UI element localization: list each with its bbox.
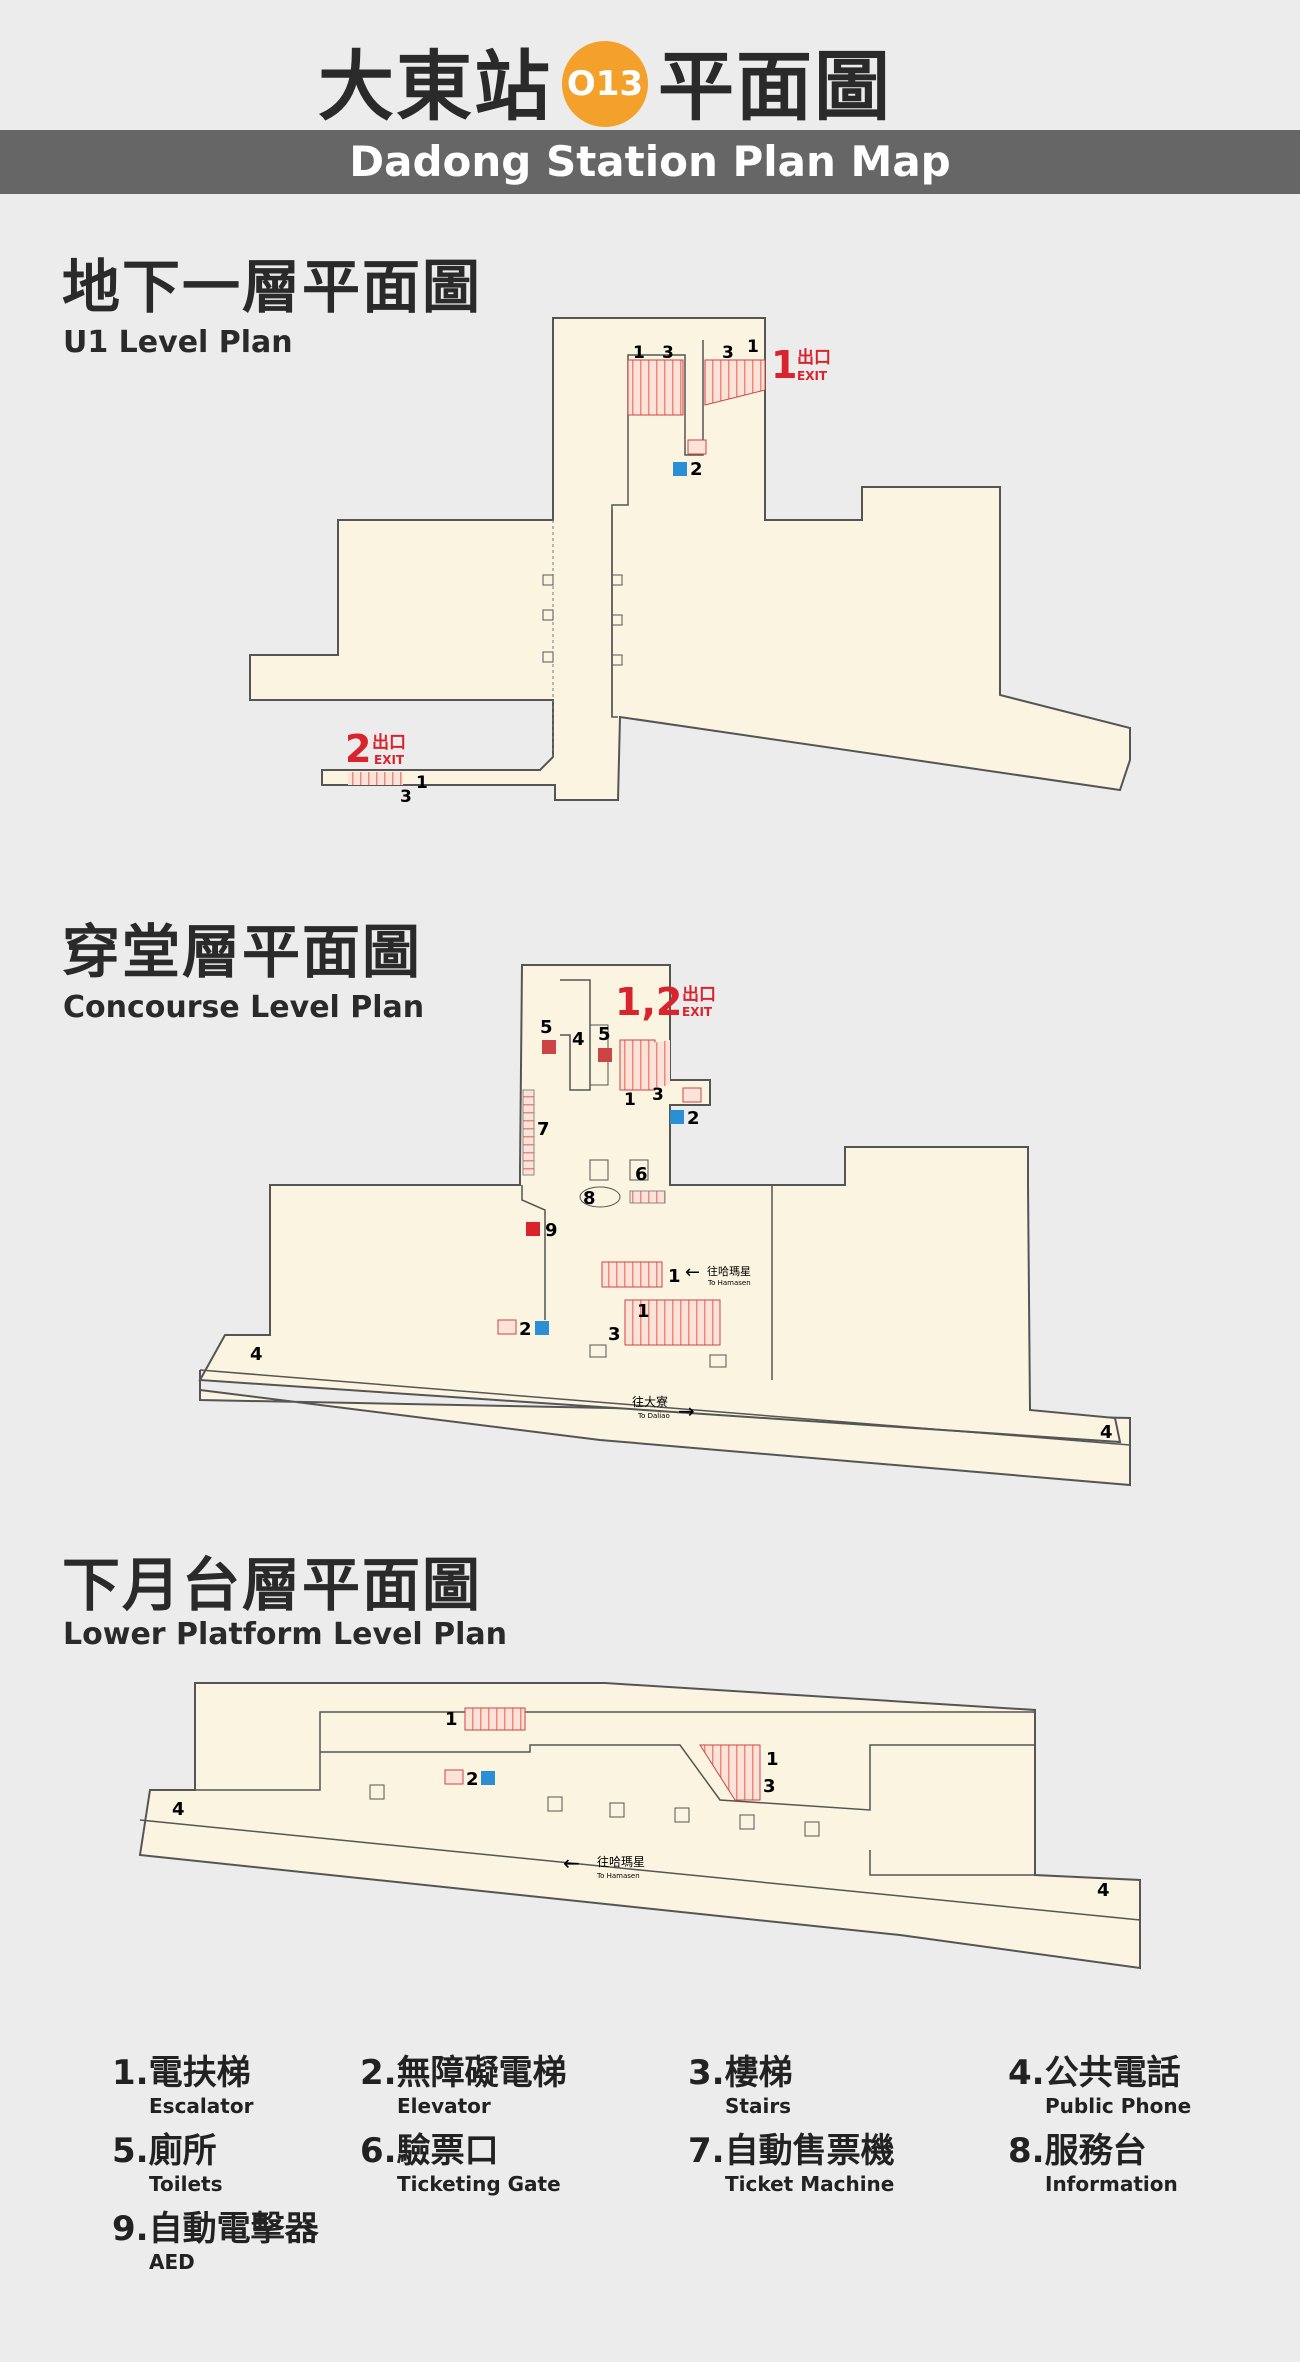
platform-to-hamasen-en: To Hamasen xyxy=(596,1872,640,1880)
station-code-badge: O13 xyxy=(562,41,648,127)
section-concourse-subtitle: Concourse Level Plan xyxy=(63,990,425,1025)
svg-text:9: 9 xyxy=(545,1220,558,1241)
to-daliao-zh: 往大寮 xyxy=(632,1394,668,1409)
svg-text:1: 1 xyxy=(766,1749,779,1770)
concourse-exit-number: 1,2 xyxy=(615,980,682,1024)
section-concourse-title: 穿堂層平面圖 xyxy=(62,918,423,986)
svg-text:1: 1 xyxy=(633,343,645,363)
svg-text:1: 1 xyxy=(624,1090,636,1110)
to-hamasen-zh: 往哈瑪星 xyxy=(707,1264,751,1278)
svg-text:2: 2 xyxy=(690,459,703,480)
svg-text:7: 7 xyxy=(537,1119,550,1140)
section-platform-title: 下月台層平面圖 xyxy=(62,1551,483,1619)
svg-text:1: 1 xyxy=(416,773,428,793)
svg-text:4: 4 xyxy=(172,1799,185,1820)
platform-escalator-1 xyxy=(464,1707,526,1731)
concourse-exit-en: EXIT xyxy=(682,1005,713,1019)
svg-text:2: 2 xyxy=(687,1108,700,1129)
u1-exit2-zh: 出口 xyxy=(372,732,406,753)
legend-information: 8.服務台 Information xyxy=(1008,2131,1178,2196)
u1-floor-area xyxy=(249,317,1131,801)
u1-exit1-number: 1 xyxy=(771,343,797,387)
concourse-exit-zh: 出口 xyxy=(682,984,716,1005)
svg-text:3: 3 xyxy=(608,1324,621,1345)
u1-exit1-en: EXIT xyxy=(797,369,828,383)
legend-ticketing-gate: 6.驗票口 Ticketing Gate xyxy=(360,2131,561,2196)
svg-text:3: 3 xyxy=(722,343,734,363)
svg-text:2: 2 xyxy=(519,1319,532,1340)
title-left: 大東站 xyxy=(318,42,552,131)
u1-elevator-x xyxy=(687,439,707,455)
legend-stairs: 3.樓梯 Stairs xyxy=(688,2053,793,2118)
title-right: 平面圖 xyxy=(658,42,892,131)
elevator-icon xyxy=(673,462,687,476)
concourse-escalator-2 xyxy=(624,1299,721,1346)
svg-text:2: 2 xyxy=(466,1769,479,1790)
legend-toilets: 5.廁所 Toilets xyxy=(112,2131,223,2196)
svg-text:3: 3 xyxy=(400,787,412,807)
svg-text:←: ← xyxy=(685,1262,700,1283)
u1-exit2-en: EXIT xyxy=(374,753,405,767)
concourse-platform-track xyxy=(199,1370,1131,1487)
elevator-icon xyxy=(481,1771,495,1785)
u1-exit2-stairs xyxy=(348,772,403,785)
svg-text:4: 4 xyxy=(1097,1880,1110,1901)
title-bar-en: Dadong Station Plan Map xyxy=(0,130,1300,194)
elevator-icon xyxy=(535,1321,549,1335)
platform-level-map: 1 1 3 2 4 4 ← 往哈瑪星 To Hamasen xyxy=(138,1682,1141,1970)
svg-text:1: 1 xyxy=(747,337,759,357)
svg-text:3: 3 xyxy=(662,343,674,363)
svg-text:3: 3 xyxy=(652,1085,664,1105)
svg-text:1: 1 xyxy=(637,1301,650,1322)
svg-text:3: 3 xyxy=(763,1776,776,1797)
concourse-escalator-1 xyxy=(601,1261,663,1288)
svg-text:←: ← xyxy=(563,1851,580,1875)
to-daliao-en: To Daliao xyxy=(637,1412,670,1420)
platform-floor-area xyxy=(138,1682,1141,1970)
legend-escalator: 1.電扶梯 Escalator xyxy=(112,2053,254,2118)
platform-to-hamasen-zh: 往哈瑪星 xyxy=(597,1854,645,1869)
concourse-level-map: 2 1 3 5 4 5 7 6 8 9 2 1 1 3 ← 往哈瑪星 To Ha… xyxy=(198,964,1131,1487)
svg-text:4: 4 xyxy=(572,1029,585,1050)
u1-escalator xyxy=(627,359,684,416)
u1-inner-wall xyxy=(611,340,704,718)
svg-text:5: 5 xyxy=(540,1017,553,1038)
u1-exit1-zh: 出口 xyxy=(797,347,831,368)
legend-aed: 9.自動電擊器 AED xyxy=(112,2209,319,2274)
svg-text:1: 1 xyxy=(668,1266,681,1287)
svg-text:1: 1 xyxy=(445,1709,458,1730)
u1-level-map: 2 1 3 3 1 1 3 1 出口 EXIT 2 出口 EXIT xyxy=(249,317,1131,807)
elevator-icon xyxy=(670,1110,684,1124)
svg-text:6: 6 xyxy=(635,1164,648,1185)
svg-text:→: → xyxy=(678,1399,695,1423)
section-platform-subtitle: Lower Platform Level Plan xyxy=(63,1617,508,1652)
aed-icon xyxy=(526,1222,540,1236)
legend-public-phone: 4.公共電話 Public Phone xyxy=(1008,2053,1192,2118)
svg-text:4: 4 xyxy=(1100,1422,1113,1443)
legend-ticket-machine: 7.自動售票機 Ticket Machine xyxy=(688,2131,895,2196)
platform-escalator-2 xyxy=(699,1744,761,1801)
svg-text:5: 5 xyxy=(598,1024,611,1045)
u1-stairs xyxy=(704,359,766,406)
to-hamasen-en: To Hamasen xyxy=(707,1279,751,1287)
legend-elevator: 2.無障礙電梯 Elevator xyxy=(360,2053,567,2118)
svg-text:4: 4 xyxy=(250,1344,263,1365)
section-u1-title: 地下一層平面圖 xyxy=(62,253,483,321)
section-u1-subtitle: U1 Level Plan xyxy=(63,325,293,360)
svg-text:8: 8 xyxy=(583,1188,596,1209)
u1-exit2-number: 2 xyxy=(345,727,371,771)
